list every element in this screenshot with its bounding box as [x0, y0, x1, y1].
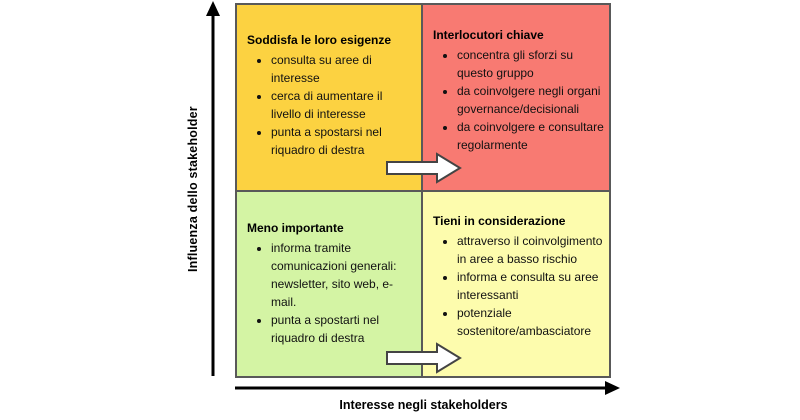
- bullet-item: punta a spostarti nel riquadro di destra: [271, 311, 415, 347]
- quadrant-bullet-list: concentra gli sforzi su questo gruppo da…: [433, 46, 604, 154]
- bullet-item: da coinvolgere negli organi governance/d…: [457, 82, 604, 118]
- quadrant-bottom-left: Meno importante informa tramite comunica…: [237, 192, 423, 376]
- quadrant-grid: Soddisfa le loro esigenze consulta su ar…: [235, 3, 611, 378]
- right-block-arrow-icon: [386, 152, 462, 184]
- quadrant-bullet-list: informa tramite comunicazioni generali: …: [247, 239, 415, 347]
- bullet-item: da coinvolgere e consultare regolarmente: [457, 118, 604, 154]
- bullet-item: potenziale sostenitore/ambasciatore: [457, 304, 604, 340]
- bullet-item: informa tramite comunicazioni generali: …: [271, 239, 415, 311]
- bullet-item: informa e consulta su aree interessanti: [457, 268, 604, 304]
- bullet-item: attraverso il coinvolgimento in aree a b…: [457, 232, 604, 268]
- x-axis-arrow-icon: [235, 381, 620, 395]
- bullet-item: cerca di aumentare il livello di interes…: [271, 87, 415, 123]
- bullet-item: consulta su aree di interesse: [271, 51, 415, 87]
- quadrant-bullet-list: attraverso il coinvolgimento in aree a b…: [433, 232, 604, 340]
- quadrant-title: Tieni in considerazione: [433, 214, 566, 228]
- bullet-item: concentra gli sforzi su questo gruppo: [457, 46, 604, 82]
- quadrant-bullet-list: consulta su aree di interesse cerca di a…: [247, 51, 415, 159]
- quadrant-title: Interlocutori chiave: [433, 28, 544, 42]
- right-block-arrow-icon: [386, 342, 462, 374]
- quadrant-title: Meno importante: [247, 221, 344, 235]
- x-axis-label: Interesse negli stakeholders: [339, 398, 508, 412]
- bullet-item: punta a spostarsi nel riquadro di destra: [271, 123, 415, 159]
- quadrant-top-left: Soddisfa le loro esigenze consulta su ar…: [237, 5, 423, 192]
- y-axis-arrow-icon: [206, 1, 220, 376]
- quadrant-bottom-right: Tieni in considerazione attraverso il co…: [423, 192, 609, 376]
- quadrant-top-right: Interlocutori chiave concentra gli sforz…: [423, 5, 609, 192]
- quadrant-title: Soddisfa le loro esigenze: [247, 33, 392, 47]
